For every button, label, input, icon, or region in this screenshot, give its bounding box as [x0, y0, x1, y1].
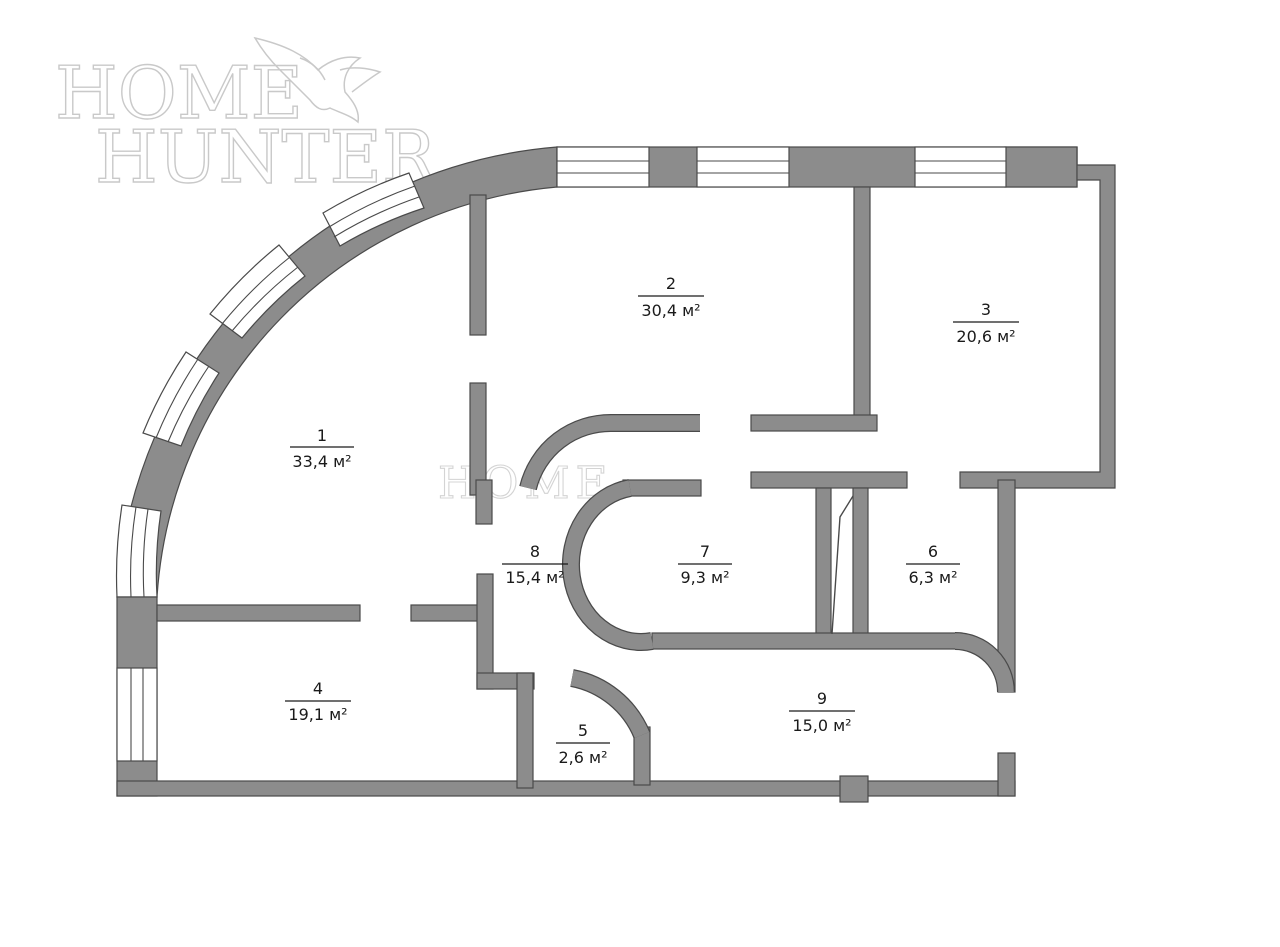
room-label-4: 4 19,1 м² [285, 679, 351, 724]
room-area: 33,4 м² [292, 452, 351, 471]
room-area: 15,4 м² [505, 568, 564, 587]
room-area: 9,3 м² [680, 568, 729, 587]
room-number: 7 [700, 542, 710, 561]
curved-interior-walls [519, 413, 1015, 739]
room-number: 4 [313, 679, 323, 698]
room-number: 6 [928, 542, 938, 561]
room-number: 2 [666, 274, 676, 293]
room-number: 8 [530, 542, 540, 561]
room-number: 5 [578, 721, 588, 740]
room-number: 1 [317, 426, 327, 445]
arc-windows [115, 172, 425, 598]
logo-line1: HOME [55, 51, 303, 135]
room-label-5: 5 2,6 м² [556, 721, 610, 767]
room-area: 15,0 м² [792, 716, 851, 735]
room-label-3: 3 20,6 м² [953, 300, 1019, 346]
closet-door-leaf [831, 495, 854, 635]
room-area: 20,6 м² [956, 327, 1015, 346]
room-label-8: 8 15,4 м² [502, 542, 568, 587]
room-number: 9 [817, 689, 827, 708]
room-label-2: 2 30,4 м² [638, 274, 704, 320]
room-area: 2,6 м² [558, 748, 607, 767]
room-area: 19,1 м² [288, 705, 347, 724]
eagle-logo-icon [253, 36, 382, 124]
room-label-9: 9 15,0 м² [789, 689, 855, 735]
room-label-7: 7 9,3 м² [678, 542, 732, 587]
room-label-6: 6 6,3 м² [906, 542, 960, 587]
top-windows [556, 146, 1007, 188]
room-label-1: 1 33,4 м² [290, 426, 354, 471]
left-window [116, 667, 158, 762]
room-number: 3 [981, 300, 991, 319]
home-hunter-logo: HOME HUNTER [54, 36, 439, 200]
room-area: 30,4 м² [641, 301, 700, 320]
room-area: 6,3 м² [908, 568, 957, 587]
